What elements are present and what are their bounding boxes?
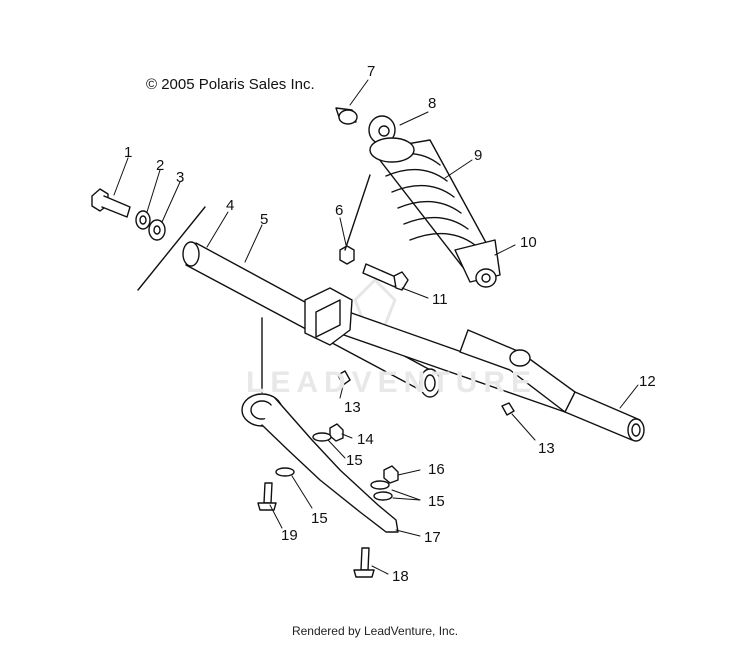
part-18-bolt: [353, 547, 375, 578]
part-11-bolt: [362, 263, 409, 291]
callout-15a: 15: [346, 452, 363, 469]
callout-6: 6: [335, 202, 343, 219]
copyright-notice: © 2005 Polaris Sales Inc.: [146, 76, 315, 93]
part-17-arm: [241, 393, 399, 533]
callout-7: 7: [367, 63, 375, 80]
part-8-shock-eye: [368, 115, 396, 145]
callout-17: 17: [424, 529, 441, 546]
callout-15c: 15: [428, 493, 445, 510]
callout-2: 2: [156, 157, 164, 174]
part-13-fitting-b: [501, 402, 515, 416]
part-6-nut: [339, 245, 355, 265]
callout-9: 9: [474, 147, 482, 164]
part-1-bolt: [91, 188, 131, 218]
part-15-washer-c: [373, 491, 393, 501]
callout-3: 3: [176, 169, 184, 186]
callout-11: 11: [432, 291, 448, 308]
watermark-text: LEADVENTURE: [246, 366, 538, 399]
part-15-washer-b: [370, 480, 390, 490]
shock-mount-bracket: [304, 287, 353, 346]
part-15-washer-a: [312, 432, 332, 442]
callout-14: 14: [357, 431, 374, 448]
callout-13b: 13: [538, 440, 555, 457]
callout-16: 16: [428, 461, 445, 478]
part-10-lower-eye: [454, 239, 501, 288]
leader-shock-to-bracket: [344, 174, 371, 251]
footer-credit: Rendered by LeadVenture, Inc.: [291, 624, 459, 638]
callout-8: 8: [428, 95, 436, 112]
callout-18: 18: [392, 568, 409, 585]
callout-15b: 15: [311, 510, 328, 527]
part-7-bushing: [335, 107, 358, 125]
cut-line: [137, 206, 206, 291]
part-12-rear-tube: [317, 303, 645, 442]
part-16-nut: [383, 465, 399, 484]
callout-13a: 13: [344, 399, 361, 416]
part-2-washer: [135, 210, 151, 230]
callout-12: 12: [639, 373, 656, 390]
part-14-nut: [329, 423, 344, 442]
callout-4: 4: [226, 197, 234, 214]
callout-labels: 1 2 3 4 5 6 7 8 9 10 11 12 13 13 14 15 1…: [124, 63, 656, 585]
callout-5: 5: [260, 211, 268, 228]
callout-10: 10: [520, 234, 537, 251]
part-15-washer-d: [275, 467, 295, 477]
callout-19: 19: [281, 527, 298, 544]
part-19-bolt: [257, 482, 277, 511]
part-3-washer: [148, 219, 166, 241]
leader-lines: [113, 79, 639, 575]
part-13-fitting-a: [337, 370, 351, 386]
callout-1: 1: [124, 144, 132, 161]
